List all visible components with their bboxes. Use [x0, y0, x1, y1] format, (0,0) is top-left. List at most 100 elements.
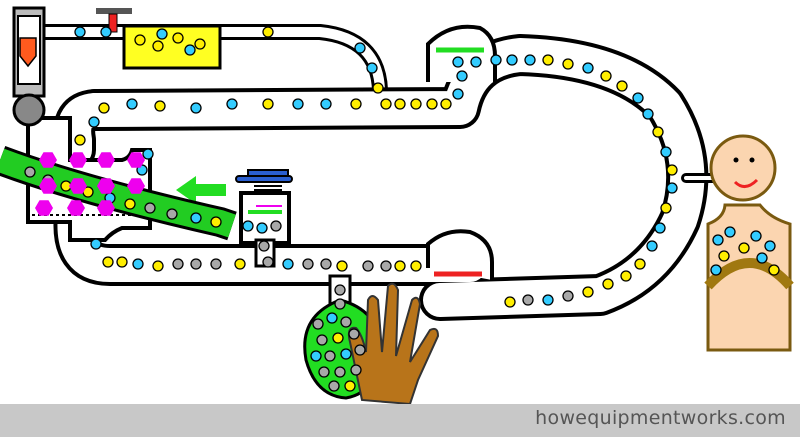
gas-molecule — [718, 250, 730, 262]
gas-molecule — [334, 298, 346, 310]
soda-lime-granules — [35, 152, 145, 216]
gas-molecule — [410, 260, 422, 272]
gas-molecule — [750, 230, 762, 242]
gas-molecule — [768, 264, 780, 276]
gas-molecule — [490, 54, 502, 66]
gas-molecule — [602, 278, 614, 290]
gas-molecule — [366, 62, 378, 74]
gas-molecule — [542, 54, 554, 66]
granule — [39, 178, 57, 194]
gas-molecule — [394, 98, 406, 110]
gas-molecule — [562, 290, 574, 302]
gas-molecule — [234, 258, 246, 270]
gas-molecule — [340, 316, 352, 328]
gas-molecule — [88, 116, 100, 128]
gas-molecule — [334, 366, 346, 378]
gas-molecule — [152, 260, 164, 272]
gas-molecule — [332, 332, 344, 344]
gas-molecule — [350, 364, 362, 376]
gas-molecule — [302, 258, 314, 270]
gas-molecule — [312, 318, 324, 330]
gas-molecule — [98, 102, 110, 114]
gas-molecule — [456, 70, 468, 82]
gas-molecule — [410, 98, 422, 110]
gas-molecule — [354, 344, 366, 356]
gas-molecule — [132, 258, 144, 270]
gas-molecule — [616, 80, 628, 92]
gas-molecule — [344, 380, 356, 392]
gas-molecule — [666, 182, 678, 194]
granule — [69, 178, 87, 194]
gas-molecule — [134, 34, 146, 46]
gas-molecule — [660, 202, 672, 214]
gas-molecule — [74, 134, 86, 146]
gas-molecule — [642, 108, 654, 120]
gas-molecule — [654, 222, 666, 234]
gas-molecule — [100, 26, 112, 38]
granule — [127, 178, 145, 194]
footer-bar: howequipmentworks.com — [0, 404, 800, 437]
gas-molecule — [348, 328, 360, 340]
gas-molecule — [226, 98, 238, 110]
gas-molecule — [712, 234, 724, 246]
gas-molecule — [440, 98, 452, 110]
gas-molecule — [394, 260, 406, 272]
gas-molecule — [316, 334, 328, 346]
gas-molecule — [142, 148, 154, 160]
gas-molecule — [256, 222, 268, 234]
gas-molecule — [380, 98, 392, 110]
gas-molecule — [582, 62, 594, 74]
flowmeter-icon — [12, 6, 46, 127]
gas-molecule — [90, 238, 102, 250]
gas-molecule — [190, 102, 202, 114]
gas-molecule — [362, 260, 374, 272]
gas-molecule — [600, 70, 612, 82]
gas-molecule — [172, 258, 184, 270]
gas-molecule — [194, 38, 206, 50]
footer-site-text: howequipmentworks.com — [535, 407, 786, 429]
gas-molecule — [184, 44, 196, 56]
gas-molecule — [190, 212, 202, 224]
gas-molecule — [154, 100, 166, 112]
gas-molecule — [74, 26, 86, 38]
granule — [69, 152, 87, 168]
gas-molecule — [328, 380, 340, 392]
gas-molecule — [152, 40, 164, 52]
gas-molecule — [210, 216, 222, 228]
gas-molecule — [666, 164, 678, 176]
granule — [97, 200, 115, 216]
gas-molecule — [24, 166, 36, 178]
gas-molecule — [632, 92, 644, 104]
gas-molecule — [542, 294, 554, 306]
gas-molecule — [336, 260, 348, 272]
gas-molecule — [652, 126, 664, 138]
gas-molecule — [738, 242, 750, 254]
gas-molecule — [334, 284, 346, 296]
gas-molecule — [156, 28, 168, 40]
gas-molecule — [646, 240, 658, 252]
gas-molecule — [426, 98, 438, 110]
gas-molecule — [102, 256, 114, 268]
inspiratory-valve — [426, 24, 497, 82]
gas-molecule — [190, 258, 202, 270]
gas-molecule — [350, 98, 362, 110]
granule — [127, 152, 145, 168]
gas-molecule — [324, 350, 336, 362]
gas-molecule — [372, 82, 384, 94]
gas-molecule — [262, 26, 274, 38]
gas-molecule — [320, 258, 332, 270]
hand-icon — [347, 282, 440, 406]
granule — [39, 152, 57, 168]
gas-molecule — [210, 258, 222, 270]
gas-molecule — [504, 296, 516, 308]
gas-molecule — [144, 202, 156, 214]
gas-molecule — [116, 256, 128, 268]
gas-molecule — [660, 146, 672, 158]
gas-molecule — [506, 54, 518, 66]
gas-molecule — [326, 312, 338, 324]
gas-molecule — [380, 260, 392, 272]
gas-molecule — [126, 98, 138, 110]
granule — [35, 200, 53, 216]
gas-molecule — [258, 240, 270, 252]
